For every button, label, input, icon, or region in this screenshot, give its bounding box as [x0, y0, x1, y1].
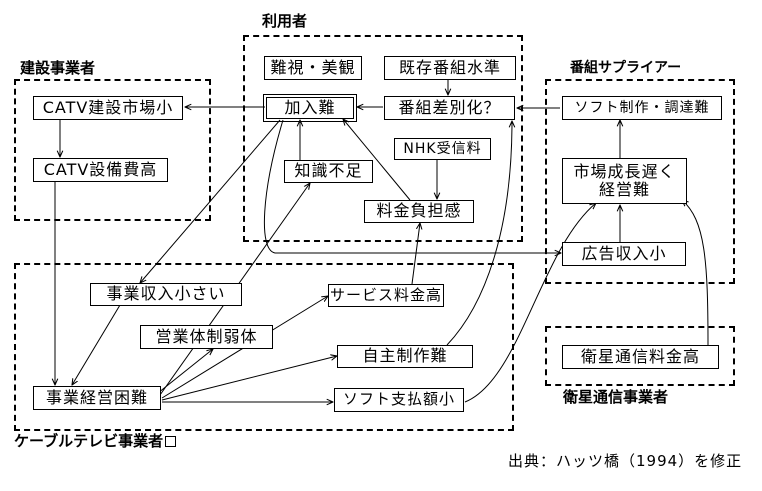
box-program-differentiation: 番組差別化？ [384, 96, 515, 120]
group-users-label: 利用者 [262, 12, 308, 30]
group-satellite-label: 衛星通信事業者 [563, 388, 669, 406]
box-software-production: ソフト制作・調達難 [562, 96, 722, 120]
box-difficult-viewing: 難視・美観 [264, 56, 362, 80]
group-construction [14, 79, 211, 221]
box-service-fee-high: サービス料金高 [328, 284, 444, 307]
group-satellite [545, 326, 735, 386]
arrow-business-to-own-production [161, 356, 337, 401]
box-business-revenue-small: 事業収入小さい [90, 283, 242, 306]
group-cable-operators-text: ケーブルテレビ事業者 [14, 432, 164, 450]
box-lack-of-knowledge: 知識不足 [284, 160, 373, 183]
arrow-revenue-to-business [72, 304, 121, 385]
small-box-icon [165, 436, 177, 447]
group-suppliers-label: 番組サプライアー [570, 60, 682, 76]
source-note: 出典：ハッツ橋（1994）を修正 [508, 452, 743, 470]
box-business-difficulty: 事業経営困難 [33, 386, 161, 410]
box-satellite-fee-high: 衛星通信料金高 [562, 345, 719, 369]
group-suppliers [545, 79, 735, 284]
arrow-service-fee-to-burden [411, 223, 420, 285]
box-slow-market-growth-text: 市場成長遅く 経営難 [573, 161, 676, 199]
box-existing-program-level: 既存番組水準 [384, 56, 516, 80]
box-catv-market-small: CATV建設市場小 [33, 96, 183, 120]
box-software-payment-small: ソフト支払額小 [334, 388, 464, 412]
box-weak-sales: 営業体制弱体 [140, 325, 273, 349]
group-cable-operators [14, 263, 514, 431]
arrow-fee-burden-to-subscription [343, 119, 411, 201]
group-users [243, 35, 523, 242]
box-fee-burden: 料金負担感 [364, 200, 474, 223]
arrow-payment-to-market [464, 203, 596, 403]
group-cable-operators-label: ケーブルテレビ事業者 [14, 432, 177, 450]
box-ad-revenue-small: 広告収入小 [562, 242, 686, 266]
box-catv-equipment-cost: CATV設備費高 [33, 158, 168, 182]
box-subscription-difficulty: 加入難 [263, 94, 357, 122]
group-construction-label: 建設事業者 [20, 59, 96, 77]
arrow-own-production-to-diff [446, 121, 512, 346]
arrow-satellite-to-market [682, 200, 709, 346]
arrow-subscription-to-ad [263, 119, 561, 253]
box-own-production-difficult: 自主制作難 [337, 345, 473, 368]
box-slow-market-growth: 市場成長遅く 経営難 [562, 158, 687, 204]
box-nhk-fee: NHK受信料 [394, 138, 491, 160]
